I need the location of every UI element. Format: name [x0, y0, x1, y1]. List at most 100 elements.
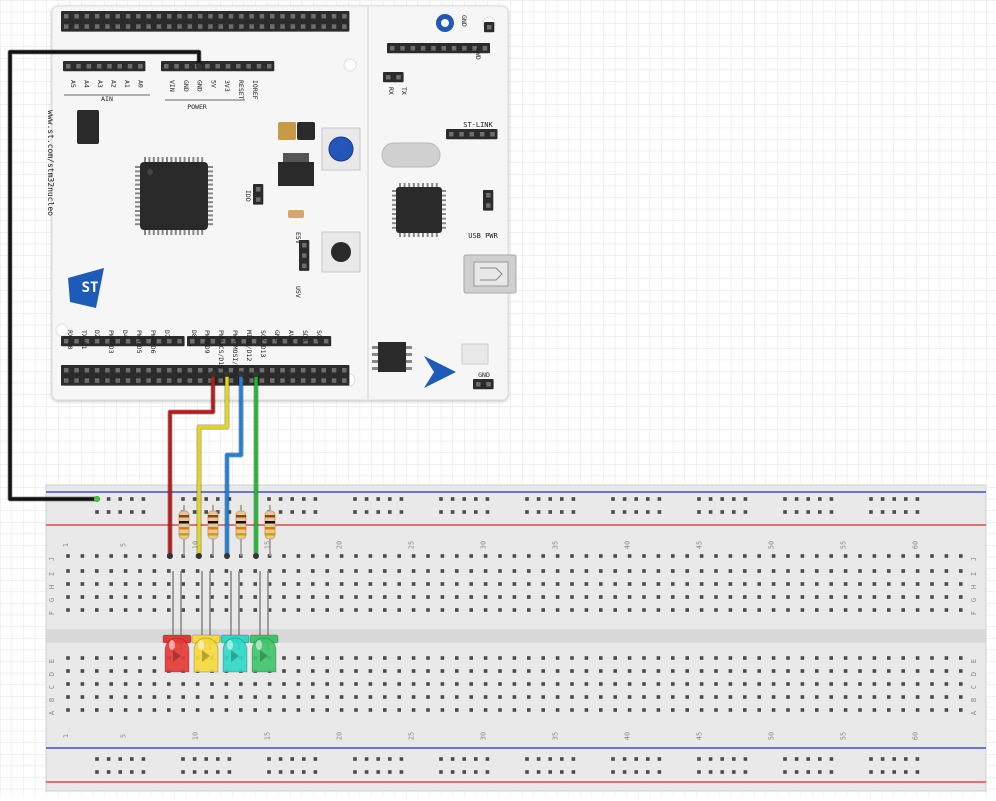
bb-hole[interactable]: [915, 669, 920, 673]
bb-hole[interactable]: [455, 708, 459, 712]
rail-hole[interactable]: [548, 497, 552, 501]
stlink-header-pin[interactable]: [490, 132, 495, 137]
power-header-pin[interactable]: [246, 64, 251, 69]
bb-hole[interactable]: [296, 695, 301, 699]
bb-hole[interactable]: [771, 608, 776, 612]
bb-hole[interactable]: [685, 682, 689, 686]
rail-hole[interactable]: [904, 497, 908, 501]
bb-hole[interactable]: [685, 669, 689, 673]
bb-hole[interactable]: [383, 669, 387, 673]
stlink-header-pin[interactable]: [479, 132, 485, 137]
rail-hole[interactable]: [474, 510, 478, 514]
bb-hole[interactable]: [944, 656, 949, 660]
bb-hole[interactable]: [123, 554, 128, 558]
rail-hole[interactable]: [192, 757, 197, 761]
digital-header-right-pin[interactable]: [272, 339, 277, 344]
rail-hole[interactable]: [869, 757, 873, 761]
bb-hole[interactable]: [66, 669, 70, 673]
analog-header-pin[interactable]: [66, 64, 71, 69]
bb-hole[interactable]: [397, 656, 401, 660]
rail-hole[interactable]: [560, 497, 564, 501]
bb-hole[interactable]: [195, 682, 200, 686]
rail-hole[interactable]: [376, 510, 380, 514]
rail-hole[interactable]: [141, 510, 146, 514]
rail-hole[interactable]: [216, 757, 220, 761]
rail-hole[interactable]: [818, 510, 822, 514]
power-header-pin[interactable]: [174, 64, 179, 69]
morpho-header-top-pin[interactable]: [331, 14, 337, 19]
bb-hole[interactable]: [570, 669, 574, 673]
bb-hole[interactable]: [440, 682, 445, 686]
bb-hole[interactable]: [498, 595, 502, 599]
digital-header-right-pin[interactable]: [251, 339, 257, 344]
rail-hole[interactable]: [915, 497, 920, 501]
morpho-header-bottom-pin[interactable]: [74, 378, 79, 383]
bb-hole[interactable]: [757, 708, 761, 712]
bb-hole[interactable]: [123, 695, 128, 699]
bb-hole[interactable]: [195, 608, 200, 612]
rail-hole[interactable]: [806, 770, 810, 774]
bb-hole[interactable]: [714, 669, 718, 673]
bb-hole[interactable]: [541, 569, 545, 573]
bb-hole[interactable]: [786, 695, 790, 699]
bb-hole[interactable]: [325, 595, 329, 599]
bb-hole[interactable]: [714, 708, 718, 712]
bb-hole[interactable]: [469, 656, 473, 660]
bb-hole[interactable]: [224, 682, 229, 686]
bb-hole[interactable]: [95, 595, 99, 599]
swd-header-pin[interactable]: [400, 46, 405, 51]
bb-hole[interactable]: [368, 595, 373, 599]
rail-hole[interactable]: [560, 770, 564, 774]
bb-hole[interactable]: [584, 554, 589, 558]
bb-hole[interactable]: [426, 656, 430, 660]
rail-hole[interactable]: [141, 757, 146, 761]
rail-hole[interactable]: [697, 497, 701, 501]
bb-hole[interactable]: [311, 582, 315, 586]
bb-hole[interactable]: [311, 682, 315, 686]
bb-hole[interactable]: [152, 656, 157, 660]
bb-hole[interactable]: [354, 708, 358, 712]
bb-hole[interactable]: [267, 582, 272, 586]
bb-hole[interactable]: [944, 682, 949, 686]
rail-hole[interactable]: [130, 770, 134, 774]
rail-hole[interactable]: [892, 770, 896, 774]
bb-hole[interactable]: [815, 554, 819, 558]
bb-hole[interactable]: [872, 569, 877, 573]
power-header-pin[interactable]: [184, 64, 190, 69]
bb-hole[interactable]: [699, 682, 704, 686]
bb-hole[interactable]: [930, 608, 934, 612]
bb-hole[interactable]: [541, 669, 545, 673]
morpho-header-bottom-pin[interactable]: [259, 378, 265, 383]
morpho-header-top-pin[interactable]: [64, 14, 69, 19]
bb-hole[interactable]: [555, 608, 560, 612]
gnd-header-pin[interactable]: [486, 382, 491, 387]
digital-header-left-pin[interactable]: [125, 339, 131, 344]
digital-header-right-pin[interactable]: [220, 339, 226, 344]
bb-hole[interactable]: [743, 669, 747, 673]
bb-hole[interactable]: [469, 582, 473, 586]
e5v-jumper-pin[interactable]: [302, 253, 307, 258]
bb-hole[interactable]: [757, 569, 761, 573]
bb-hole[interactable]: [944, 708, 949, 712]
bb-hole[interactable]: [253, 682, 257, 686]
bb-hole[interactable]: [483, 569, 488, 573]
bb-hole[interactable]: [829, 656, 833, 660]
bb-hole[interactable]: [152, 669, 157, 673]
bb-hole[interactable]: [699, 656, 704, 660]
rail-hole[interactable]: [525, 770, 529, 774]
bb-hole[interactable]: [325, 708, 329, 712]
cn-jumper-pin[interactable]: [486, 193, 491, 198]
rail-hole[interactable]: [439, 510, 443, 514]
morpho-header-top-pin[interactable]: [249, 24, 254, 29]
rail-hole[interactable]: [646, 757, 650, 761]
bb-hole[interactable]: [483, 708, 488, 712]
idd-jumper-pin[interactable]: [256, 187, 261, 192]
bb-hole[interactable]: [455, 656, 459, 660]
morpho-header-bottom-pin[interactable]: [280, 378, 285, 383]
rail-hole[interactable]: [227, 497, 232, 501]
bb-hole[interactable]: [455, 582, 459, 586]
bb-hole[interactable]: [267, 682, 272, 686]
bb-hole[interactable]: [311, 569, 315, 573]
morpho-header-bottom-pin[interactable]: [342, 378, 347, 383]
bb-hole[interactable]: [210, 682, 214, 686]
